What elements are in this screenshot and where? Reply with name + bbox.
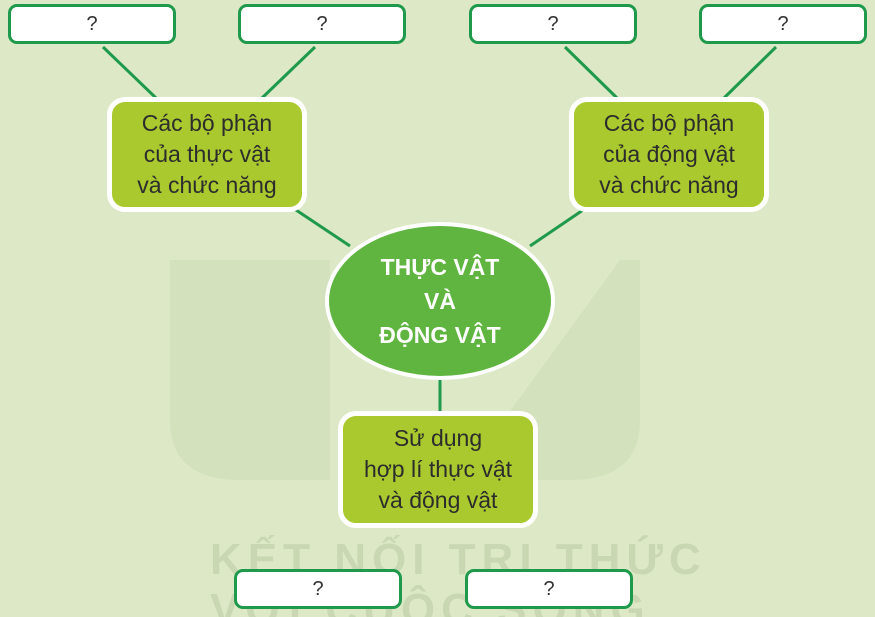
answer-box[interactable]: ? — [469, 4, 637, 44]
answer-box[interactable]: ? — [465, 569, 633, 609]
answer-box[interactable]: ? — [234, 569, 402, 609]
answer-box[interactable]: ? — [699, 4, 867, 44]
answer-box[interactable]: ? — [238, 4, 406, 44]
answer-box[interactable]: ? — [8, 4, 176, 44]
